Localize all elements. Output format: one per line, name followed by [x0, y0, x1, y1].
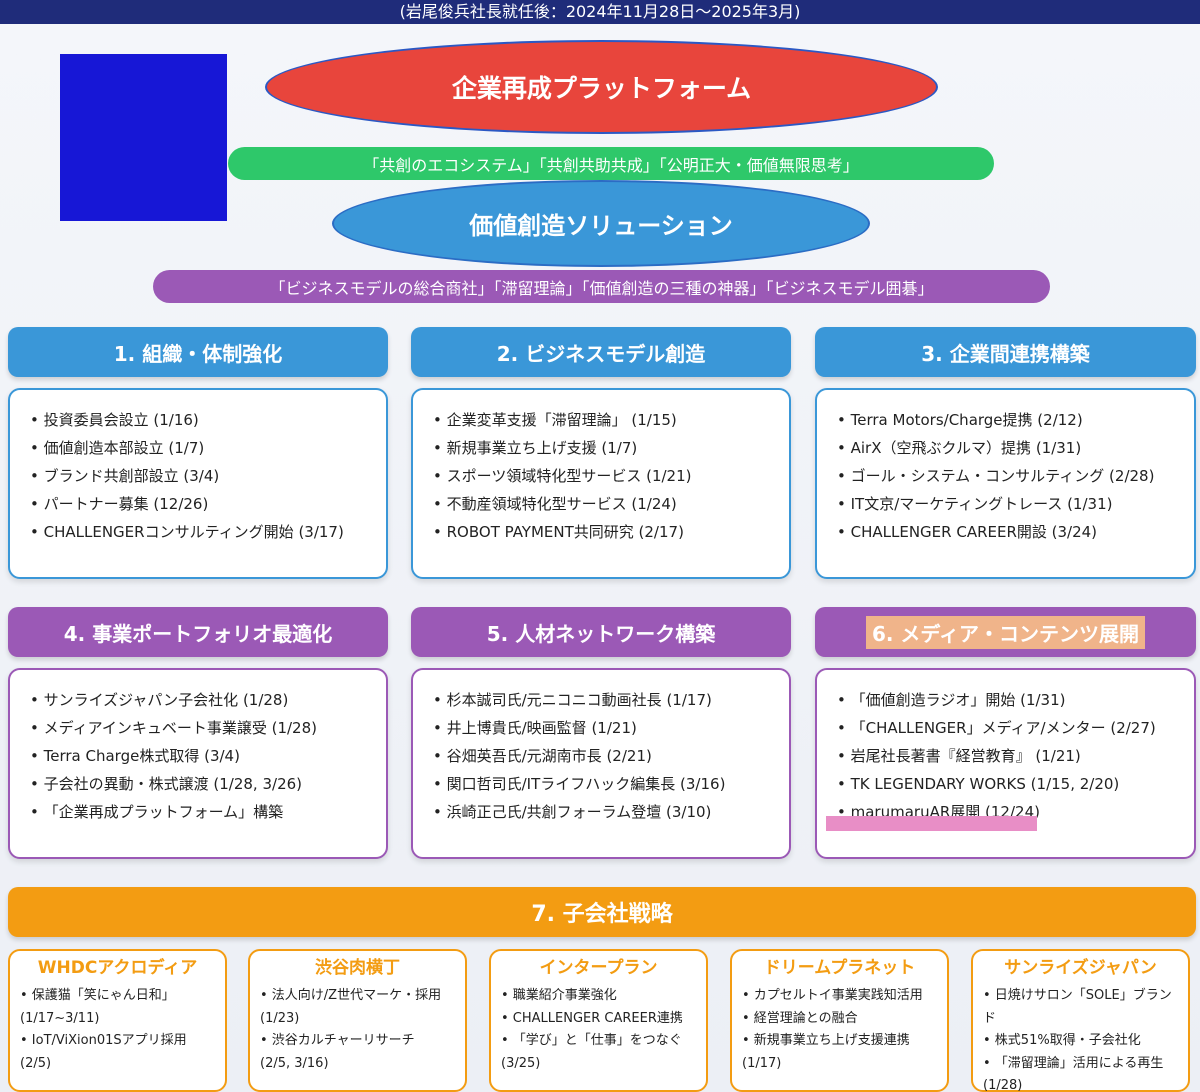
list-item: スポーツ領域特化型サービス (1/21) [433, 462, 789, 490]
subsidiary-name: ドリームプラネット [763, 958, 916, 978]
list-item: 浜崎正己氏/共創フォーラム登壇 (3/10) [433, 798, 789, 826]
category-6-header: 6. メディア・コンテンツ展開 [815, 607, 1196, 657]
list-item: ROBOT PAYMENT共同研究 (2/17) [433, 518, 789, 546]
subsidiary-name: サンライズジャパン [1004, 958, 1157, 978]
list-item: (1/28) [983, 1078, 1023, 1092]
period-subtitle: (岩尾俊兵社長就任後：2024年11月28日〜2025年3月) [0, 0, 1200, 24]
subsidiary-card: WHDCアクロディア • 保護猫「笑にゃん日和」 (1/17~3/11) • I… [8, 949, 227, 1092]
list-item: • 新規事業立ち上げ支援連携 [742, 1033, 910, 1048]
category-3-header: 3. 企業間連携構築 [815, 327, 1196, 377]
list-item: CHALLENGER CAREER開設 (3/24) [837, 518, 1194, 546]
redaction-block [60, 54, 227, 221]
platform-concepts-band: 「共創のエコシステム」「共創共助共成」「公明正大・価値無限思考」 [228, 147, 994, 180]
list-item: 井上博貴氏/映画監督 (1/21) [433, 714, 789, 742]
list-item: 「企業再成プラットフォーム」構築 [30, 798, 386, 826]
category-4-box: サンライズジャパン子会社化 (1/28) メディアインキュベート事業譲受 (1/… [8, 668, 388, 859]
category-5-header: 5. 人材ネットワーク構築 [411, 607, 791, 657]
category-4-header: 4. 事業ポートフォリオ最適化 [8, 607, 388, 657]
list-item: • 渋谷カルチャーリサーチ [260, 1033, 415, 1048]
category-6-title: 6. メディア・コンテンツ展開 [865, 615, 1146, 649]
list-item: 不動産領域特化型サービス (1/24) [433, 490, 789, 518]
list-item: 企業変革支援「滞留理論」 (1/15) [433, 406, 789, 434]
list-item: パートナー募集 (12/26) [30, 490, 386, 518]
solution-title: 価値創造ソリューション [469, 212, 733, 240]
subsidiary-strategy-header: 7. 子会社戦略 [8, 887, 1196, 937]
list-item: TK LEGENDARY WORKS (1/15, 2/20) [837, 770, 1194, 798]
list-item: 谷畑英吾氏/元湖南市長 (2/21) [433, 742, 789, 770]
platform-title: 企業再成プラットフォーム [451, 74, 752, 103]
list-item: • 株式51%取得・子会社化 [983, 1033, 1141, 1048]
subsidiary-name: WHDCアクロディア [37, 958, 198, 978]
list-item: ブランド共創部設立 (3/4) [30, 462, 386, 490]
list-item: • 「滞留理論」活用による再生 [983, 1055, 1164, 1071]
category-2-header: 2. ビジネスモデル創造 [411, 327, 791, 377]
list-item: 杉本誠司氏/元ニコニコ動画社長 (1/17) [433, 686, 789, 714]
solution-ellipse: 価値創造ソリューション [332, 180, 870, 267]
category-5-box: 杉本誠司氏/元ニコニコ動画社長 (1/17) 井上博貴氏/映画監督 (1/21)… [411, 668, 791, 859]
list-item: AirX（空飛ぶクルマ）提携 (1/31) [837, 434, 1194, 462]
list-item: 価値創造本部設立 (1/7) [30, 434, 386, 462]
list-item: (3/25) [501, 1055, 541, 1071]
list-item: 投資委員会設立 (1/16) [30, 406, 386, 434]
category-2-box: 企業変革支援「滞留理論」 (1/15) 新規事業立ち上げ支援 (1/7) スポー… [411, 388, 791, 579]
list-item: CHALLENGERコンサルティング開始 (3/17) [30, 518, 386, 546]
list-item: (1/17) [742, 1055, 782, 1071]
list-item: • 職業紹介事業強化 [501, 988, 617, 1003]
list-item: 「価値創造ラジオ」開始 (1/31) [837, 686, 1194, 714]
list-item: • 法人向け/Z世代マーケ・採用 [260, 988, 442, 1003]
category-1-box: 投資委員会設立 (1/16) 価値創造本部設立 (1/7) ブランド共創部設立 … [8, 388, 388, 579]
list-item: • 保護猫「笑にゃん日和」 [20, 988, 175, 1003]
list-item: 関口哲司氏/ITライフハック編集長 (3/16) [433, 770, 789, 798]
subsidiary-card: サンライズジャパン • 日焼けサロン「SOLE」ブランド • 株式51%取得・子… [971, 949, 1190, 1092]
list-item: Terra Charge株式取得 (3/4) [30, 742, 386, 770]
list-item: メディアインキュベート事業譲受 (1/28) [30, 714, 386, 742]
list-item: • カプセルトイ事業実践知活用 [742, 988, 923, 1003]
list-item: Terra Motors/Charge提携 (2/12) [837, 406, 1194, 434]
subsidiary-card: 渋谷肉横丁 • 法人向け/Z世代マーケ・採用 (1/23) • 渋谷カルチャーリ… [248, 949, 467, 1092]
list-item: ゴール・システム・コンサルティング (2/28) [837, 462, 1194, 490]
list-item: • 経営理論との融合 [742, 1010, 858, 1026]
list-item: (2/5) [20, 1055, 52, 1071]
platform-ellipse: 企業再成プラットフォーム [265, 40, 938, 134]
highlight-underline [826, 816, 1037, 831]
list-item: (1/23) [260, 1010, 300, 1026]
list-item: IT文京/マーケティングトレース (1/31) [837, 490, 1194, 518]
list-item: サンライズジャパン子会社化 (1/28) [30, 686, 386, 714]
subsidiary-name: インタープラン [539, 958, 658, 978]
list-item: • 日焼けサロン「SOLE」ブランド [983, 988, 1172, 1026]
category-3-box: Terra Motors/Charge提携 (2/12) AirX（空飛ぶクルマ… [815, 388, 1196, 579]
subsidiary-card: ドリームプラネット • カプセルトイ事業実践知活用 • 経営理論との融合 • 新… [730, 949, 949, 1092]
subsidiary-name: 渋谷肉横丁 [315, 958, 400, 978]
list-item: (2/5, 3/16) [260, 1055, 329, 1071]
list-item: 「CHALLENGER」メディア/メンター (2/27) [837, 714, 1194, 742]
list-item: (1/17~3/11) [20, 1010, 100, 1026]
list-item: • IoT/ViXion01Sアプリ採用 [20, 1033, 187, 1048]
subsidiary-card: インタープラン • 職業紹介事業強化 • CHALLENGER CAREER連携… [489, 949, 708, 1092]
list-item: • CHALLENGER CAREER連携 [501, 1010, 683, 1026]
list-item: 子会社の異動・株式譲渡 (1/28, 3/26) [30, 770, 386, 798]
list-item: 新規事業立ち上げ支援 (1/7) [433, 434, 789, 462]
solution-concepts-band: 「ビジネスモデルの総合商社」「滞留理論」「価値創造の三種の神器」「ビジネスモデル… [153, 270, 1050, 303]
category-1-header: 1. 組織・体制強化 [8, 327, 388, 377]
list-item: • 「学び」と「仕事」をつなぐ [501, 1033, 682, 1048]
list-item: 岩尾社長著書『経営教育』 (1/21) [837, 742, 1194, 770]
